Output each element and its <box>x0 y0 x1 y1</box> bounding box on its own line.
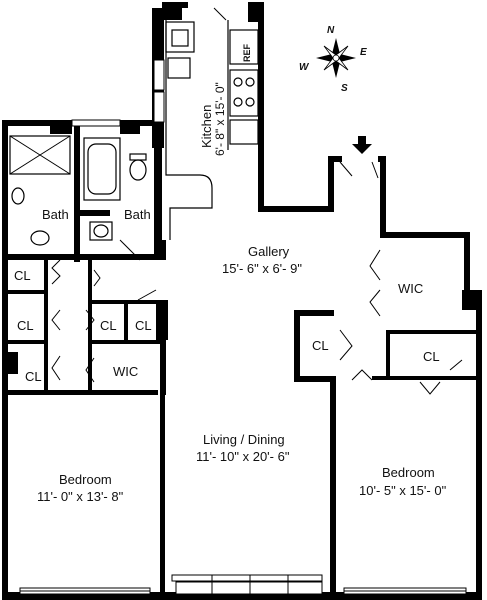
kitchen-fixtures <box>165 20 259 240</box>
bath-right-label: Bath <box>124 207 151 222</box>
closet-right-small-label: CL <box>312 338 329 353</box>
wic-right-label: WIC <box>398 281 423 296</box>
gallery-size: 15'- 6" x 6'- 9" <box>222 261 302 276</box>
compass-west-label: W <box>299 62 310 73</box>
closet-left-2-label: CL <box>17 318 34 333</box>
compass-labels: N S E W <box>299 25 367 94</box>
closet-left-3-label: CL <box>25 369 42 384</box>
closet-mid-2-label: CL <box>135 318 152 333</box>
doors <box>51 7 463 395</box>
windows <box>19 59 467 595</box>
closet-left-1-label: CL <box>14 268 31 283</box>
living-dining-name: Living / Dining <box>203 432 285 447</box>
bedroom-left-name: Bedroom <box>59 472 112 487</box>
bath-left-label: Bath <box>42 207 69 222</box>
kitchen-name: Kitchen <box>199 105 214 148</box>
gallery-name: Gallery <box>248 244 290 259</box>
bath-fixtures <box>9 135 147 246</box>
entry-arrow-icon <box>352 136 372 154</box>
compass-east-label: E <box>360 47 367 58</box>
refrigerator-label: REF <box>242 43 252 62</box>
wic-left-label: WIC <box>113 364 138 379</box>
compass-south-label: S <box>341 83 348 94</box>
closet-mid-1-label: CL <box>100 318 117 333</box>
living-dining-size: 11'- 10" x 20'- 6" <box>196 449 290 464</box>
compass-north-label: N <box>327 25 335 36</box>
bedroom-right-size: 10'- 5" x 15'- 0" <box>359 483 447 498</box>
room-labels: Kitchen 6'- 8" x 15'- 0" REF Bath Bath G… <box>14 43 447 504</box>
bedroom-left-size: 11'- 0" x 13'- 8" <box>37 489 124 504</box>
kitchen-size: 6'- 8" x 15'- 0" <box>213 82 227 156</box>
closet-right-large-label: CL <box>423 349 440 364</box>
compass-rose-icon <box>316 38 356 78</box>
bedroom-right-name: Bedroom <box>382 465 435 480</box>
